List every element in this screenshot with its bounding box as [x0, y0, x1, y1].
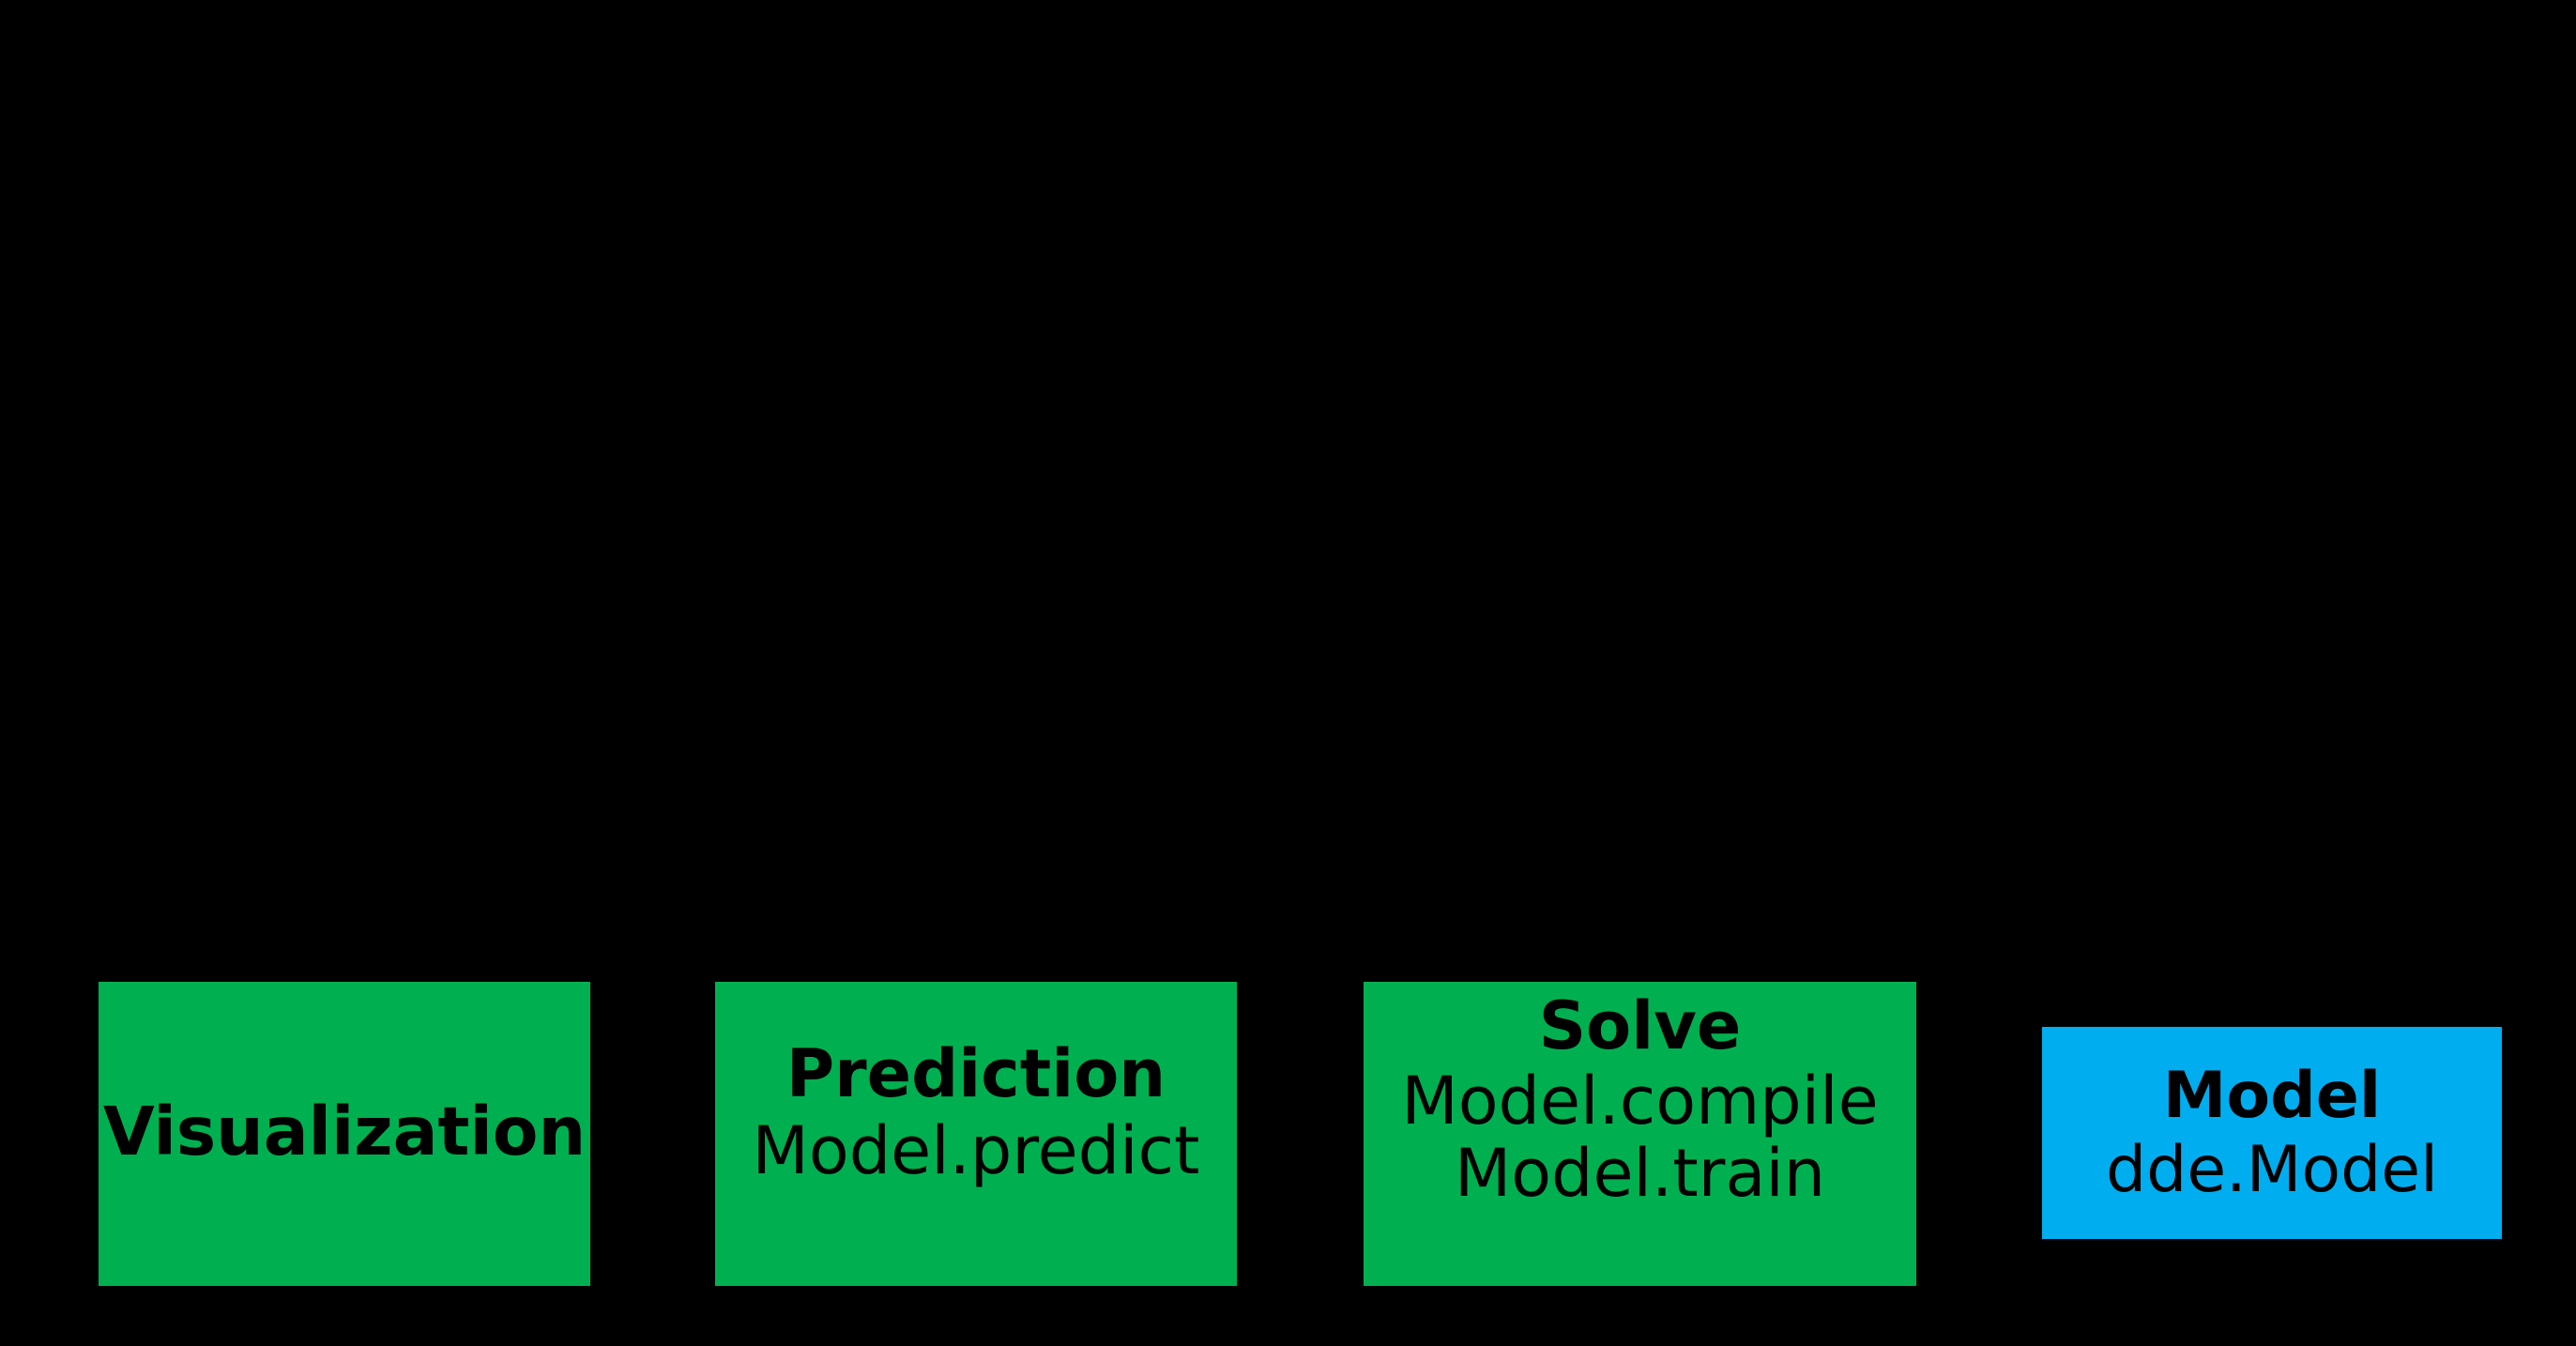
node-model-title: Model — [2162, 1058, 2382, 1133]
node-solve-api-train: Model.train — [1454, 1135, 1826, 1213]
node-solve[interactable]: Solve Model.compile Model.train — [1364, 982, 1916, 1286]
node-prediction-api-predict: Model.predict — [752, 1112, 1200, 1189]
node-solve-api-compile: Model.compile — [1401, 1062, 1879, 1140]
node-model[interactable]: Model dde.Model — [2042, 1027, 2502, 1239]
node-model-api-ddemodel: dde.Model — [2106, 1133, 2438, 1207]
node-visualization-title: Visualization — [102, 1092, 587, 1170]
node-prediction-title: Prediction — [785, 1035, 1166, 1113]
node-solve-title: Solve — [1538, 987, 1742, 1064]
node-visualization[interactable]: Visualization — [99, 982, 590, 1286]
node-prediction[interactable]: Prediction Model.predict — [715, 982, 1237, 1286]
